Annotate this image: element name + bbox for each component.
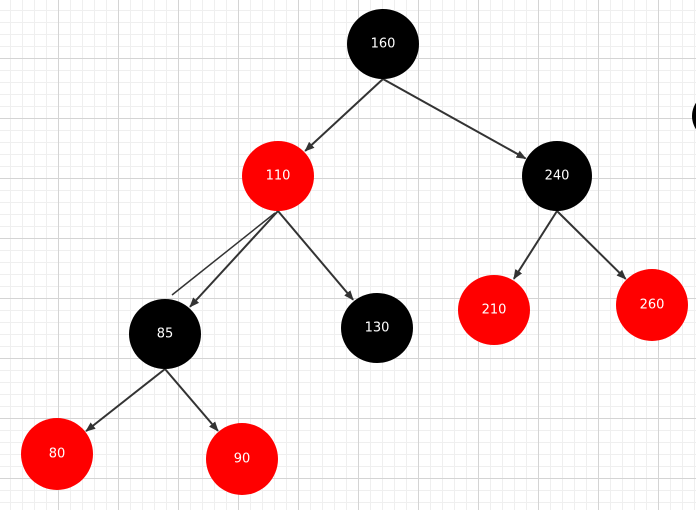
node-80-circle bbox=[21, 418, 93, 490]
edges bbox=[85, 78, 627, 432]
node-110[interactable]: 110 bbox=[242, 141, 314, 211]
edge-110-85 bbox=[189, 210, 279, 308]
node-90-circle bbox=[206, 423, 278, 495]
edge-110-85-double bbox=[171, 212, 276, 296]
node-260-circle bbox=[616, 269, 688, 341]
node-160-label: 160 bbox=[371, 37, 396, 52]
node-260[interactable]: 260 bbox=[616, 269, 688, 341]
node-130[interactable]: 130 bbox=[341, 293, 413, 363]
edge-240-260 bbox=[556, 210, 627, 280]
edge-85-80 bbox=[85, 368, 166, 432]
offscreen-node bbox=[692, 102, 696, 130]
edge-85-90 bbox=[164, 368, 219, 432]
edge-240-210 bbox=[513, 210, 558, 280]
node-90[interactable]: 90 bbox=[206, 423, 278, 495]
node-210-label: 210 bbox=[482, 303, 507, 318]
node-80-label: 80 bbox=[49, 447, 66, 462]
node-260-label: 260 bbox=[640, 298, 665, 313]
node-240[interactable]: 240 bbox=[522, 141, 592, 211]
node-80[interactable]: 80 bbox=[21, 418, 93, 490]
node-210[interactable]: 210 bbox=[458, 275, 530, 345]
node-240-label: 240 bbox=[545, 169, 570, 184]
edge-160-110 bbox=[304, 78, 384, 152]
edge-160-240 bbox=[382, 78, 527, 160]
nodes: 160 110 240 85 130 210 260 80 bbox=[21, 9, 688, 495]
node-110-circle bbox=[242, 141, 314, 211]
node-85-circle bbox=[129, 299, 201, 369]
node-85[interactable]: 85 bbox=[129, 299, 201, 369]
node-85-label: 85 bbox=[157, 327, 174, 342]
node-130-circle bbox=[341, 293, 413, 363]
edge-110-130 bbox=[277, 210, 354, 301]
node-240-circle bbox=[522, 141, 592, 211]
node-110-label: 110 bbox=[266, 169, 291, 184]
node-160-circle bbox=[347, 9, 419, 79]
node-160[interactable]: 160 bbox=[347, 9, 419, 79]
node-210-circle bbox=[458, 275, 530, 345]
node-130-label: 130 bbox=[365, 321, 390, 336]
node-90-label: 90 bbox=[234, 452, 251, 467]
